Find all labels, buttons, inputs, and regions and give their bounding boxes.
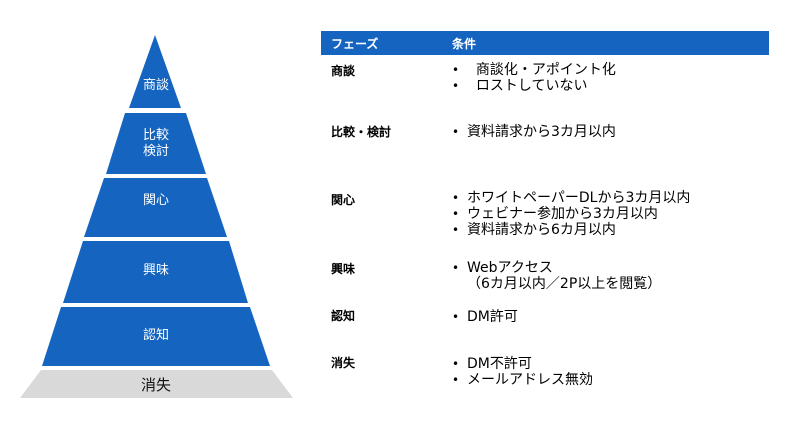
pyramid-level-kanshin: [84, 178, 227, 237]
header-condition: 条件: [452, 37, 477, 51]
funnel-pyramid: [20, 35, 293, 398]
condition-item: DM不許可: [452, 356, 593, 372]
condition-item: 資料請求から6カ月以内: [452, 222, 690, 238]
phase-kyoumi: 興味: [331, 262, 356, 276]
pyramid-level-shoushitsu: [20, 370, 293, 398]
phase-kanshin: 関心: [331, 193, 356, 207]
condition-item: 資料請求から3カ月以内: [452, 124, 616, 140]
level-label-kanshin: 関心: [142, 193, 170, 208]
condition-item: 商談化・アポイント化: [452, 62, 616, 78]
level-label-shoushitsu: 消失: [140, 376, 172, 394]
conditions-shoushitsu: DM不許可 メールアドレス無効: [452, 356, 593, 388]
level-label-shoudan: 商談: [142, 78, 170, 93]
level-label-ninchi: 認知: [142, 328, 170, 343]
table-header: フェーズ 条件: [321, 31, 769, 55]
level-label-hikaku-kentou: 比較 検討: [142, 128, 170, 159]
phase-shoushitsu: 消失: [331, 356, 356, 370]
pyramid-level-kyoumi: [63, 241, 248, 303]
condition-item: ホワイトペーパーDLから3カ月以内: [452, 190, 690, 206]
phase-shoudan: 商談: [331, 64, 356, 78]
pyramid-level-ninchi: [42, 307, 270, 366]
conditions-shoudan: 商談化・アポイント化 ロストしていない: [452, 62, 616, 94]
phase-ninchi: 認知: [331, 309, 356, 323]
condition-item: DM許可: [452, 309, 518, 325]
condition-note: （6カ月以内／2P以上を閲覧）: [467, 276, 662, 292]
condition-item: メールアドレス無効: [452, 372, 593, 388]
condition-item: ウェビナー参加から3カ月以内: [452, 206, 690, 222]
header-phase: フェーズ: [331, 37, 379, 51]
condition-item: ロストしていない: [452, 78, 616, 94]
pyramid-level-hikaku-kentou: [106, 113, 206, 174]
conditions-kyoumi: Webアクセス （6カ月以内／2P以上を閲覧）: [452, 260, 661, 292]
conditions-ninchi: DM許可: [452, 309, 518, 325]
phase-hikaku-kentou: 比較・検討: [331, 125, 392, 139]
conditions-hikaku-kentou: 資料請求から3カ月以内: [452, 124, 616, 140]
condition-item: Webアクセス: [452, 260, 661, 276]
conditions-kanshin: ホワイトペーパーDLから3カ月以内 ウェビナー参加から3カ月以内 資料請求から6…: [452, 190, 690, 238]
level-label-kyoumi: 興味: [142, 263, 170, 278]
pyramid-level-shoudan: [129, 35, 181, 108]
